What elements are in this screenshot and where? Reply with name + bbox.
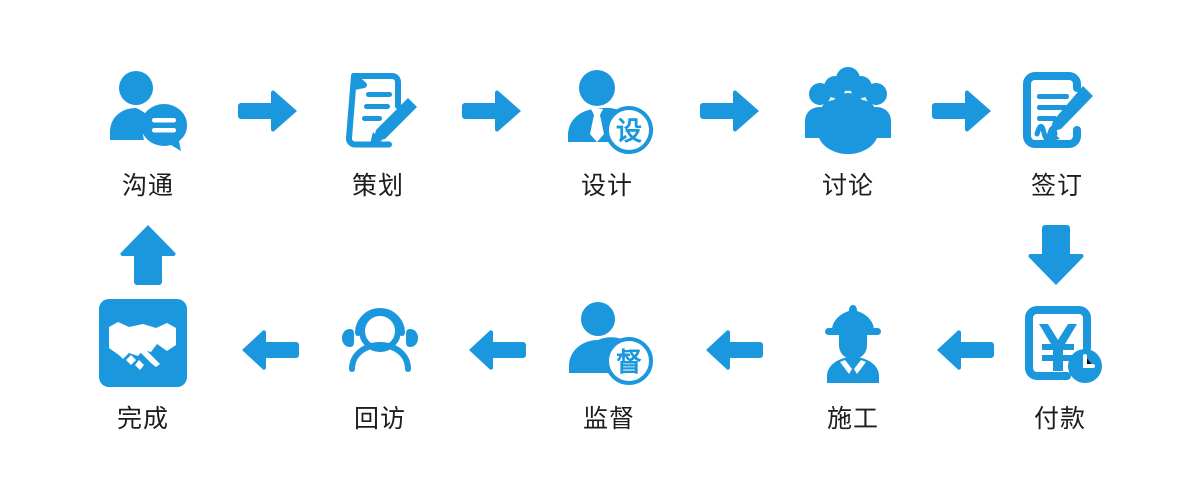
headset-person-icon	[305, 288, 455, 398]
flow-step-planning[interactable]: 策划	[303, 55, 453, 201]
supervise-badge-text: 督	[616, 347, 642, 377]
flow-step-label: 讨论	[821, 172, 874, 200]
arrow-right-2-icon	[462, 88, 524, 134]
arrow-up-icon	[118, 222, 178, 288]
arrow-left-4-icon	[936, 328, 994, 372]
group-meeting-icon	[773, 55, 923, 165]
flow-step-label: 回访	[353, 405, 406, 433]
arrow-left-1-icon	[241, 328, 299, 372]
arrow-right-3-icon	[700, 88, 762, 134]
flow-step-label: 施工	[826, 405, 879, 433]
flow-step-label: 策划	[351, 172, 404, 200]
design-badge-text: 设	[616, 116, 642, 146]
person-chat-icon	[73, 55, 223, 165]
arrow-left-3-icon	[705, 328, 763, 372]
yen-payment-clock-icon	[985, 288, 1135, 398]
designer-badge-icon: 设	[532, 55, 682, 165]
flow-step-label: 监督	[582, 405, 635, 433]
arrow-left-2-icon	[468, 328, 526, 372]
flow-step-signing[interactable]: 签订	[982, 55, 1132, 201]
flow-step-construction[interactable]: 施工	[778, 288, 928, 434]
contract-sign-icon	[982, 55, 1132, 165]
flow-step-payment[interactable]: 付款	[985, 288, 1135, 434]
handshake-icon	[68, 288, 218, 398]
flow-step-communication[interactable]: 沟通	[73, 55, 223, 201]
flow-step-label: 设计	[580, 172, 633, 200]
arrow-right-4-icon	[932, 88, 994, 134]
supervisor-badge-icon: 督	[534, 288, 684, 398]
document-pencil-icon	[303, 55, 453, 165]
construction-worker-icon	[778, 288, 928, 398]
arrow-right-1-icon	[238, 88, 300, 134]
flow-step-label: 付款	[1033, 405, 1086, 433]
arrow-down-icon	[1026, 222, 1086, 288]
flow-step-label: 沟通	[121, 172, 174, 200]
flow-step-discussion[interactable]: 讨论	[773, 55, 923, 201]
flow-step-supervision[interactable]: 督 监督	[534, 288, 684, 434]
flow-step-label: 完成	[116, 405, 169, 433]
flow-step-design[interactable]: 设 设计	[532, 55, 682, 201]
flow-step-completed[interactable]: 完成	[68, 288, 218, 434]
flow-step-followup[interactable]: 回访	[305, 288, 455, 434]
flow-step-label: 签订	[1030, 172, 1083, 200]
